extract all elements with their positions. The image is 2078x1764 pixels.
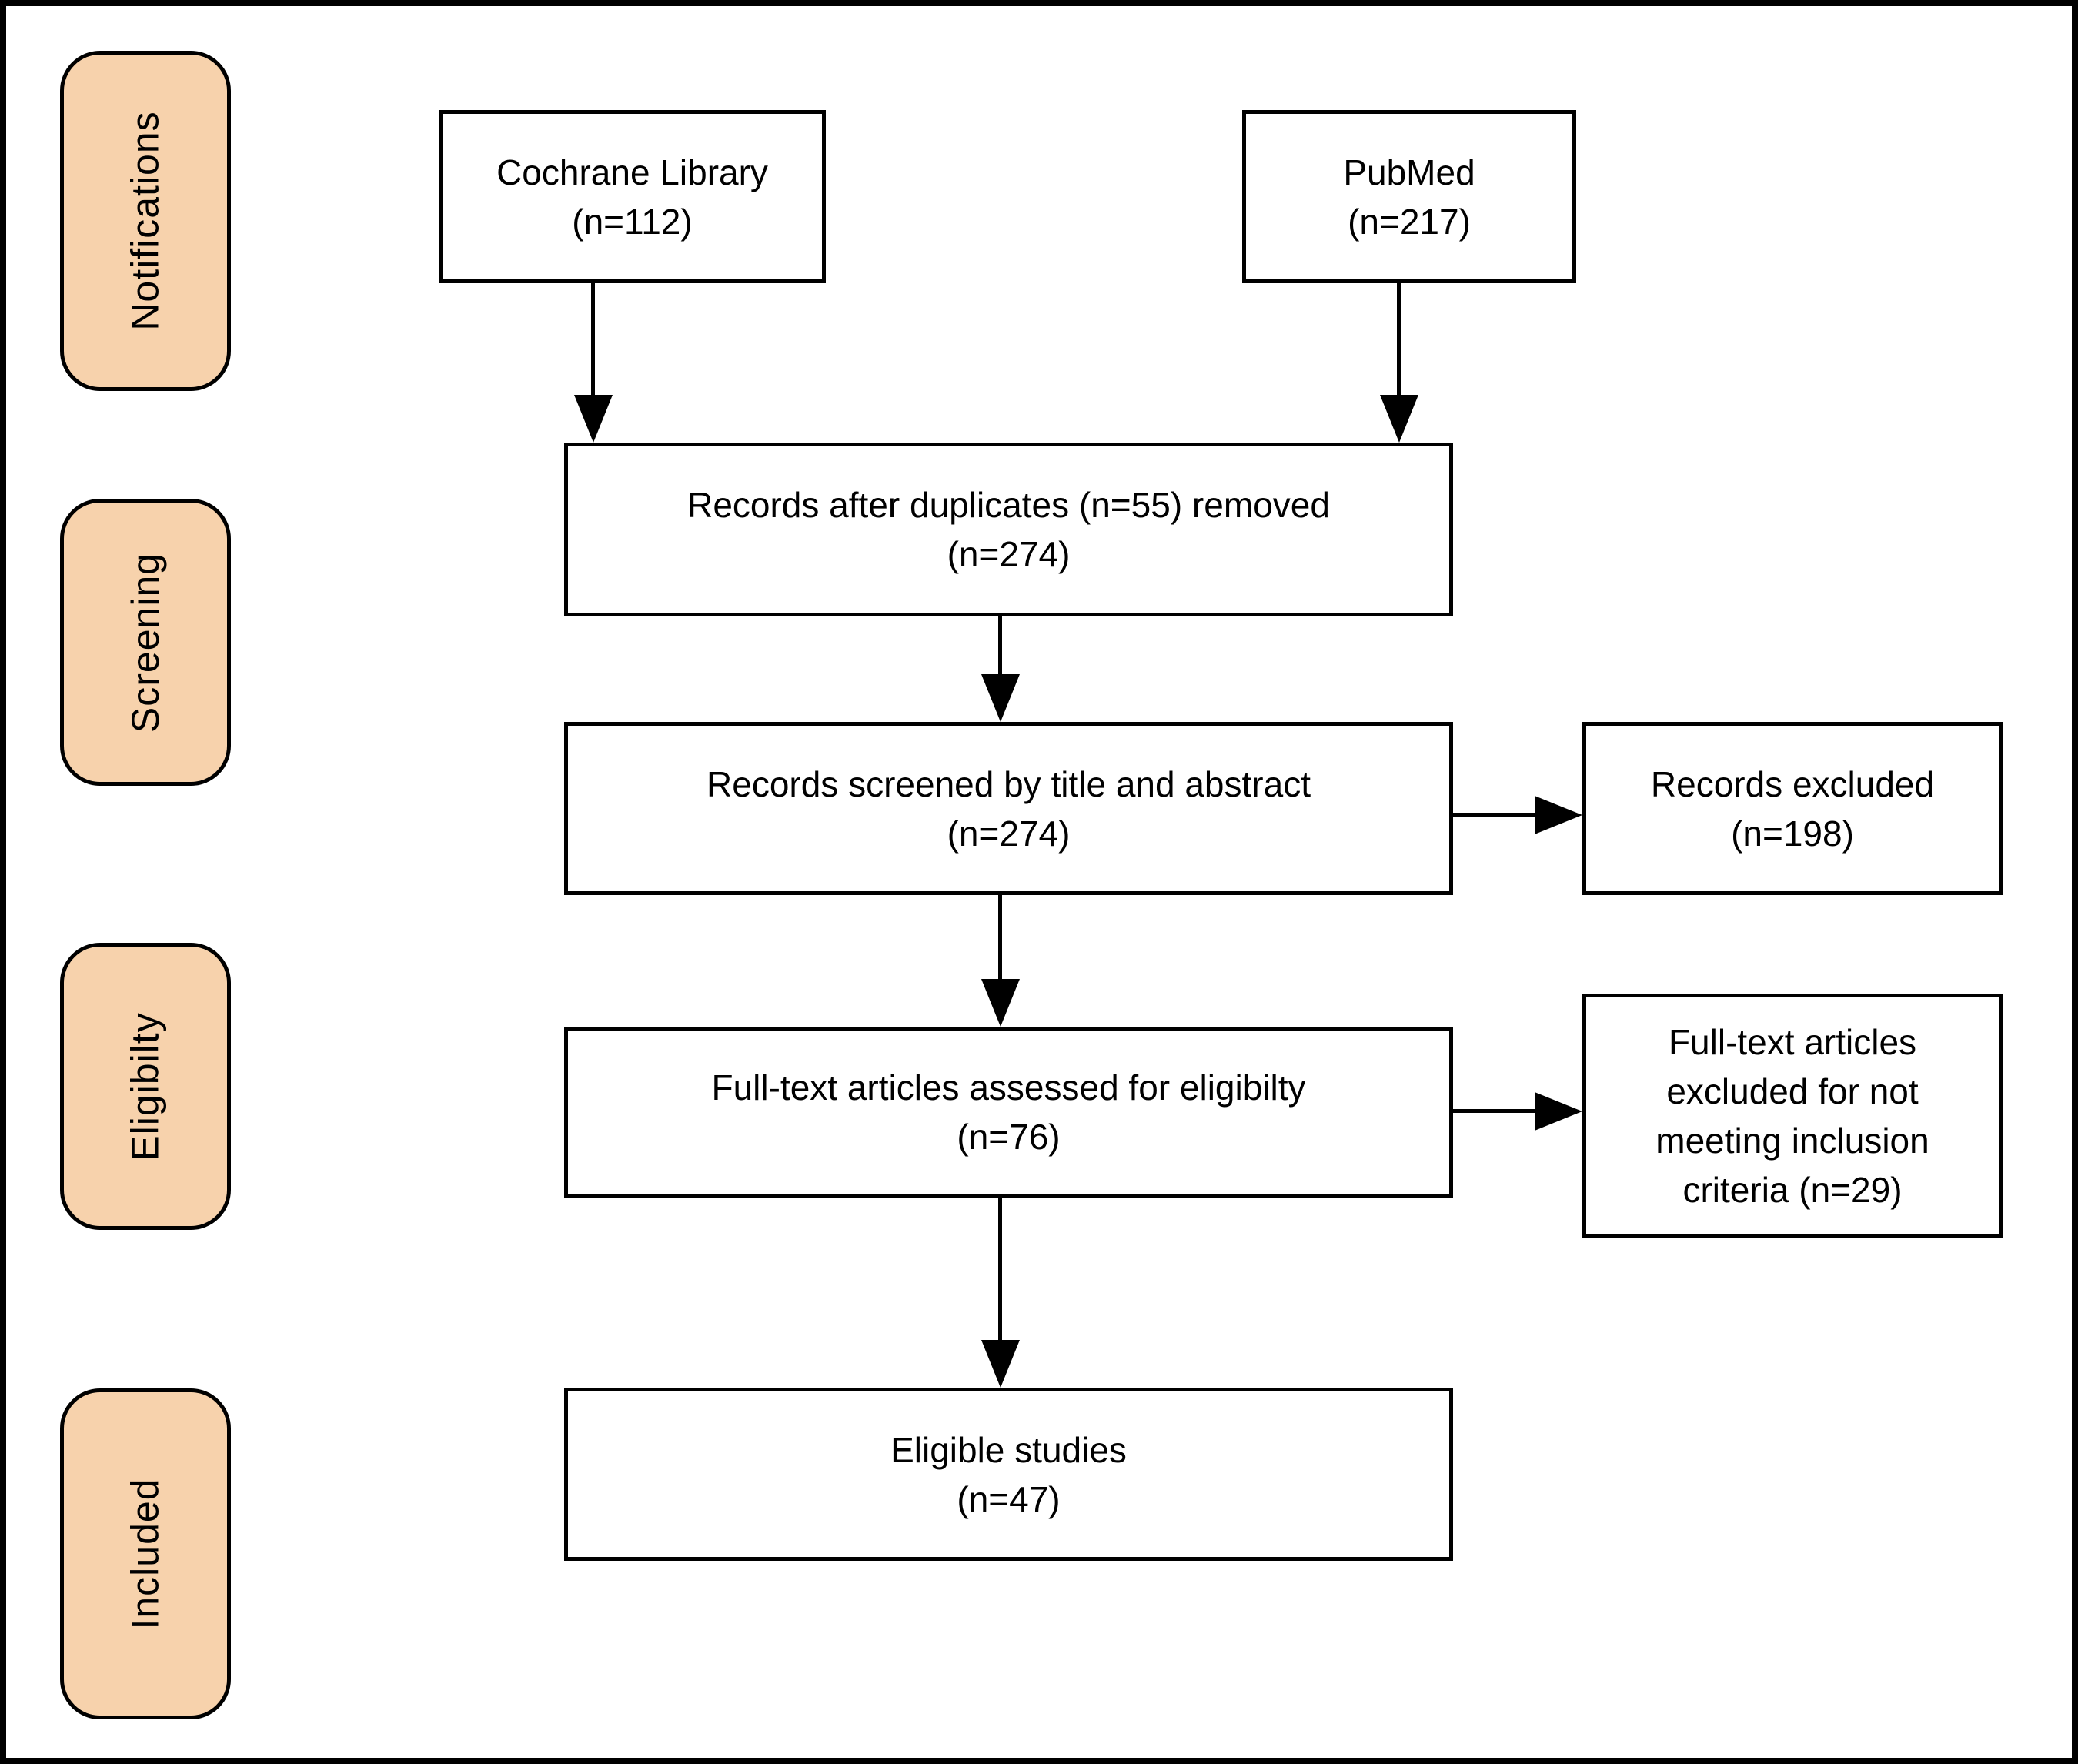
arrow-head-right-icon [1535,1092,1582,1131]
arrow-head-down-icon [981,979,1020,1027]
stage-label-eligibility: Eligibilty [60,943,231,1230]
flow-box-cochrane-line2: (n=112) [572,201,693,242]
arrow-head-down-icon [981,674,1020,722]
flow-box-fulltext-excluded: Full-text articles excluded for not meet… [1582,994,2003,1238]
stage-label-notifications: Notifications [60,51,231,391]
stage-label-included-text: Included [123,1478,167,1630]
flow-box-duplicates-line1: Records after duplicates (n=55) removed [687,485,1330,525]
flow-box-records-excluded-line1: Records excluded [1650,763,1935,804]
flow-box-fulltext-assessed: Full-text articles assessed for eligibil… [564,1027,1453,1198]
stage-label-eligibility-text: Eligibilty [124,1011,167,1161]
flow-box-screened-line2: (n=274) [947,813,1071,854]
flow-box-pubmed-line1: PubMed [1343,152,1475,192]
arrow-head-down-icon [574,395,613,443]
flow-box-pubmed-line2: (n=217) [1348,201,1471,242]
arrow-line [998,1198,1002,1341]
flow-box-fulltext-excluded-text: Full-text articles excluded for not meet… [1655,1021,1929,1210]
flow-box-duplicates-line2: (n=274) [947,534,1071,574]
flow-box-eligible-studies: Eligible studies (n=47) [564,1388,1453,1561]
flow-box-cochrane-line1: Cochrane Library [496,152,768,192]
arrow-line [1453,1109,1536,1113]
arrow-line [998,616,1002,676]
flow-box-duplicates-removed: Records after duplicates (n=55) removed … [564,443,1453,616]
flow-box-eligible-line1: Eligible studies [890,1429,1127,1470]
arrow-head-down-icon [981,1340,1020,1388]
stage-label-screening: Screening [60,499,231,786]
arrow-line [1397,282,1401,395]
stage-label-notifications-text: Notifications [124,111,167,331]
arrow-line [591,282,595,395]
flow-box-records-screened: Records screened by title and abstract (… [564,722,1453,895]
stage-label-screening-text: Screening [124,552,167,733]
stage-label-included: Included [60,1388,231,1719]
arrow-line [1453,813,1536,817]
flow-box-fulltext-line1: Full-text articles assessed for eligibil… [711,1067,1306,1108]
flow-box-records-excluded: Records excluded (n=198) [1582,722,2003,895]
arrow-line [998,895,1002,980]
arrow-head-right-icon [1535,796,1582,834]
flow-box-fulltext-line2: (n=76) [957,1117,1061,1157]
flow-box-pubmed: PubMed (n=217) [1242,110,1576,283]
flow-box-eligible-line2: (n=47) [957,1478,1061,1519]
flow-box-records-excluded-line2: (n=198) [1731,813,1854,854]
flow-box-screened-line1: Records screened by title and abstract [707,763,1311,804]
arrow-head-down-icon [1380,395,1418,443]
flow-box-cochrane-library: Cochrane Library (n=112) [439,110,826,283]
